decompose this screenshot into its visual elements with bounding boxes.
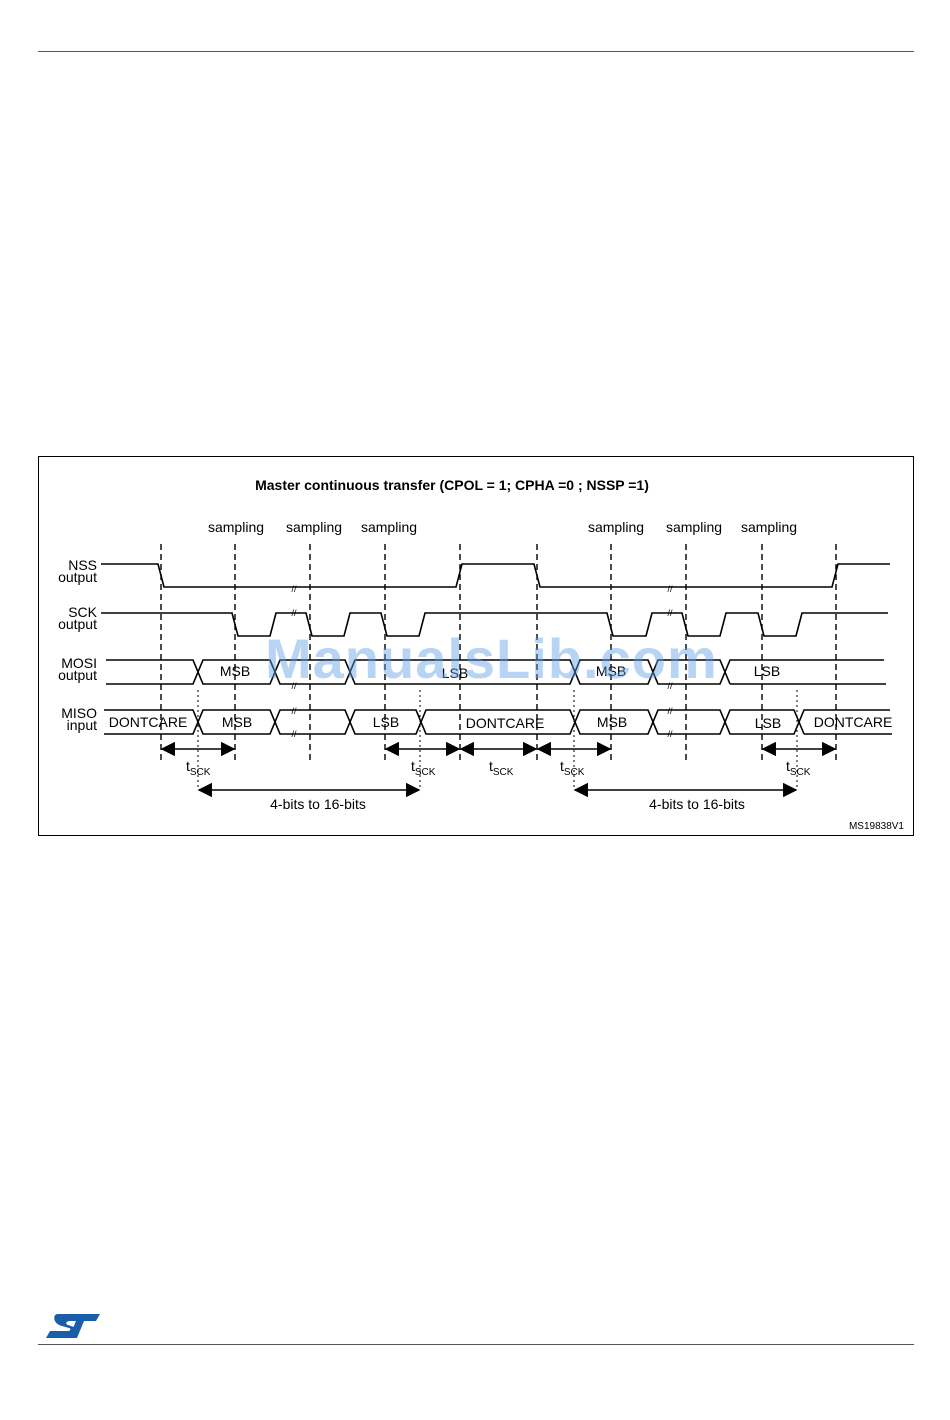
st-logo-icon xyxy=(46,1314,100,1338)
signal-dir-sck: output xyxy=(58,616,97,632)
bits-range-label: 4-bits to 16-bits xyxy=(649,796,745,812)
mosi-msb-label: MSB xyxy=(596,663,626,679)
footer-rule xyxy=(38,1344,914,1345)
svg-text://: // xyxy=(667,681,673,691)
sampling-label: sampling xyxy=(741,519,797,535)
signal-dir-nss: output xyxy=(58,569,97,585)
svg-text://: // xyxy=(291,706,297,716)
sampling-label: sampling xyxy=(588,519,644,535)
signal-dir-miso: input xyxy=(67,717,97,733)
miso-bus xyxy=(104,709,892,735)
sampling-label: sampling xyxy=(286,519,342,535)
tsck-label: tSCK xyxy=(786,758,811,778)
svg-text://: // xyxy=(667,608,673,618)
figure-reference: MS19838V1 xyxy=(849,821,904,832)
miso-dontcare-label: DONTCARE xyxy=(466,715,545,731)
svg-text://: // xyxy=(667,584,673,594)
svg-text://: // xyxy=(291,584,297,594)
miso-dontcare-label: DONTCARE xyxy=(109,714,188,730)
break-marks: // // // // // // // // // // xyxy=(291,584,673,739)
signal-dir-mosi: output xyxy=(58,667,97,683)
signal-name-mosi: MOSI xyxy=(61,655,97,671)
watermark-text: ManualsLib.com xyxy=(265,627,718,690)
tsck-label: tSCK xyxy=(186,758,211,778)
tsck-label: tSCK xyxy=(411,758,436,778)
signal-name-sck: SCK xyxy=(68,604,97,620)
dotted-guides xyxy=(197,690,798,790)
mosi-bus xyxy=(106,659,886,685)
miso-dontcare-label: DONTCARE xyxy=(814,714,893,730)
tsck-label: tSCK xyxy=(560,758,585,778)
sampling-label: sampling xyxy=(361,519,417,535)
sck-waveform xyxy=(101,612,888,637)
sampling-label: sampling xyxy=(208,519,264,535)
bits-range-label: 4-bits to 16-bits xyxy=(270,796,366,812)
mosi-lsb-label: LSB xyxy=(754,663,780,679)
tsck-labels: tSCK tSCK tSCK tSCK tSCK xyxy=(186,758,811,778)
header-rule xyxy=(38,51,914,52)
svg-text://: // xyxy=(291,729,297,739)
miso-msb-label: MSB xyxy=(597,714,627,730)
figure-title: Master continuous transfer (CPOL = 1; CP… xyxy=(255,477,649,493)
svg-text://: // xyxy=(667,729,673,739)
tsck-label: tSCK xyxy=(489,758,514,778)
miso-lsb-label: LSB xyxy=(373,714,399,730)
svg-text://: // xyxy=(667,706,673,716)
svg-text://: // xyxy=(291,681,297,691)
figure-frame xyxy=(38,456,914,836)
svg-text://: // xyxy=(291,608,297,618)
nss-waveform xyxy=(101,563,890,588)
signal-name-miso: MISO xyxy=(61,705,97,721)
mosi-msb-label: MSB xyxy=(220,663,250,679)
miso-msb-label: MSB xyxy=(222,714,252,730)
mosi-lsb-label: LSB xyxy=(442,665,468,681)
sampling-label: sampling xyxy=(666,519,722,535)
miso-lsb-label: LSB xyxy=(755,715,781,731)
signal-name-nss: NSS xyxy=(68,557,97,573)
dashed-guides xyxy=(160,544,837,760)
